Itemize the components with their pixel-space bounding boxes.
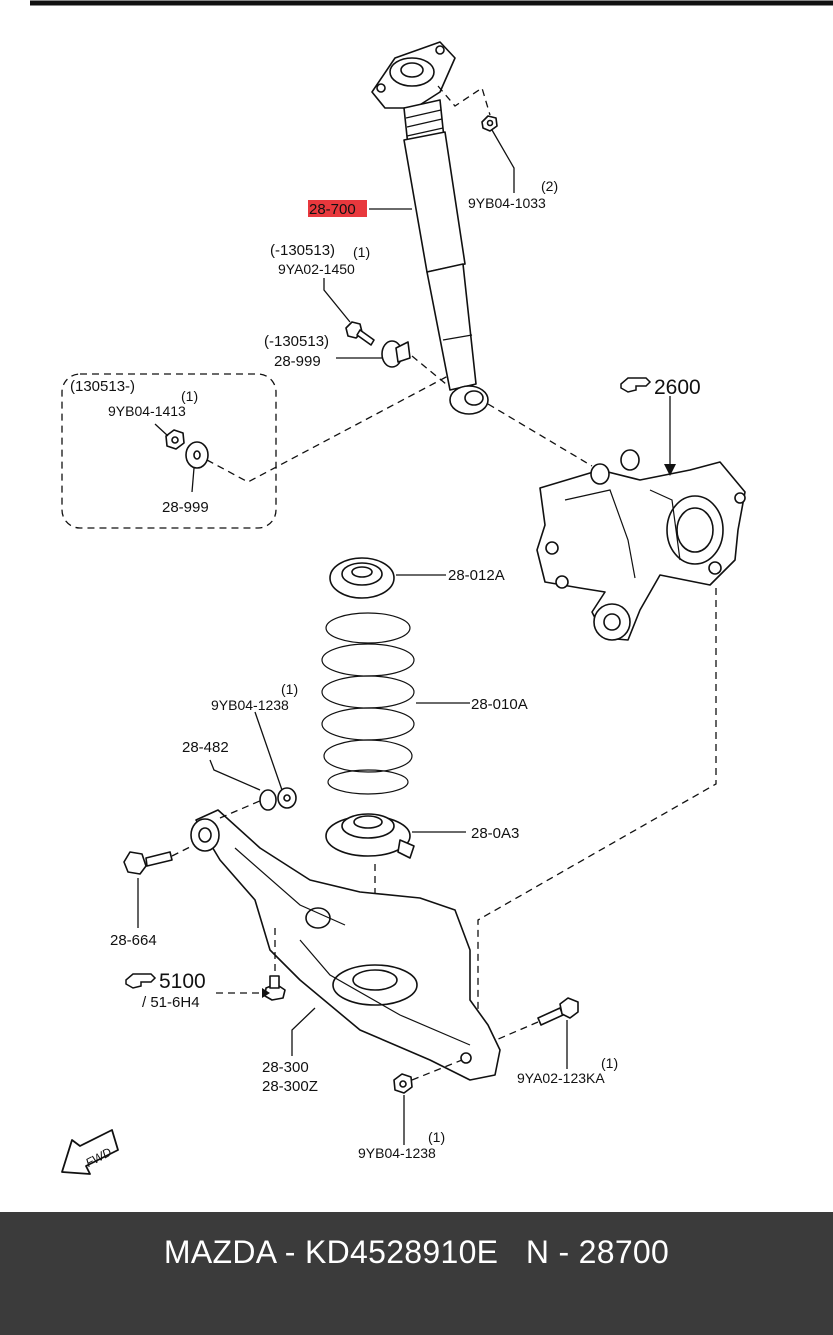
highlight-box [308,200,367,217]
label-washer-upper-note: (-130513) [264,333,329,350]
label-lower-arm-a[interactable]: 28-300 [262,1059,309,1076]
label-shock-absorber[interactable]: 28-700 [309,201,356,218]
coil-spring-drawing [321,612,415,795]
label-inset-note: (130513-) [70,378,135,395]
label-coil-spring[interactable]: 28-010A [471,696,528,713]
inset-box [61,373,277,529]
fwd-arrow-icon: FWD [61,1129,119,1175]
pointer-hand-icon-2 [125,973,157,989]
label-crossref-page: / 51-6H4 [142,994,200,1011]
label-lower-bolt[interactable]: 9YA02-123KA [517,1070,605,1086]
footer-part-number: MAZDA - KD4528910E N - 28700 [163,1234,670,1270]
label-nut-lower[interactable]: 9YB04-1238 [358,1145,436,1161]
label-mount-nut-qty: (2) [541,178,558,194]
label-crossref[interactable]: 5100 [159,970,206,993]
arm-bolt-drawing[interactable] [123,851,173,875]
arm-bolt-dash [171,845,193,857]
lower-seat-drawing[interactable] [325,813,415,859]
label-inset-nut[interactable]: 9YB04-1413 [108,403,186,419]
label-bushing[interactable]: 28-482 [182,739,229,756]
label-lower-bolt-qty: (1) [601,1055,618,1071]
label-washer-upper[interactable]: 28-999 [274,353,321,370]
lower-bolt-dash [495,1021,539,1041]
arm-bushing-dash [219,799,263,819]
label-lower-seat[interactable]: 28-0A3 [471,825,519,842]
label-upper-seat[interactable]: 28-012A [448,567,505,584]
inset-dash-line [206,375,449,483]
label-mount-nut[interactable]: 9YB04-1033 [468,195,546,211]
lower-nut-drawing[interactable] [393,1073,413,1094]
label-upper-bolt-note: (-130513) [270,242,335,259]
upper-seat-drawing[interactable] [329,557,395,599]
knuckle-arrow [664,464,676,476]
lower-nut-dash [411,1059,463,1081]
crossref-arrow [262,988,270,998]
label-nut-lower-qty: (1) [428,1129,445,1145]
knuckle-arm-dash-line [477,588,717,1058]
pointer-hand-icon [620,377,652,393]
knuckle-drawing[interactable] [536,449,746,641]
footer-bar: MAZDA - KD4528910E N - 28700 [0,1212,833,1335]
label-inset-qty: (1) [181,388,198,404]
label-arm-bolt[interactable]: 28-664 [110,932,157,949]
crossref-bolt-drawing[interactable] [264,975,286,1001]
knuckle-dash-line [487,403,593,467]
label-upper-bolt[interactable]: 9YA02-1450 [278,261,355,277]
washer-upper-drawing[interactable] [381,340,411,368]
mount-nut-drawing[interactable] [481,115,498,132]
label-knuckle-ref[interactable]: 2600 [654,376,701,399]
label-nut-upper[interactable]: 9YB04-1238 [211,697,289,713]
parts-diagram: 28-700 (2) 9YB04-1033 (-130513) (1) 9YA0… [30,0,833,1175]
label-inset-washer[interactable]: 28-999 [162,499,209,516]
mount-dash-line [437,85,491,116]
lower-arm-drawing[interactable] [190,809,501,1081]
inset-washer-drawing[interactable] [185,441,209,469]
upper-bolt-drawing[interactable] [345,321,375,346]
label-upper-bolt-qty: (1) [353,244,370,260]
leader-lines [137,129,671,1145]
lower-bolt-drawing[interactable] [537,997,579,1026]
shock-absorber-drawing[interactable] [371,41,489,415]
bushing-drawing[interactable] [259,787,297,811]
label-nut-upper-qty: (1) [281,681,298,697]
inset-nut-drawing[interactable] [165,429,185,450]
label-lower-arm-b[interactable]: 28-300Z [262,1078,318,1095]
